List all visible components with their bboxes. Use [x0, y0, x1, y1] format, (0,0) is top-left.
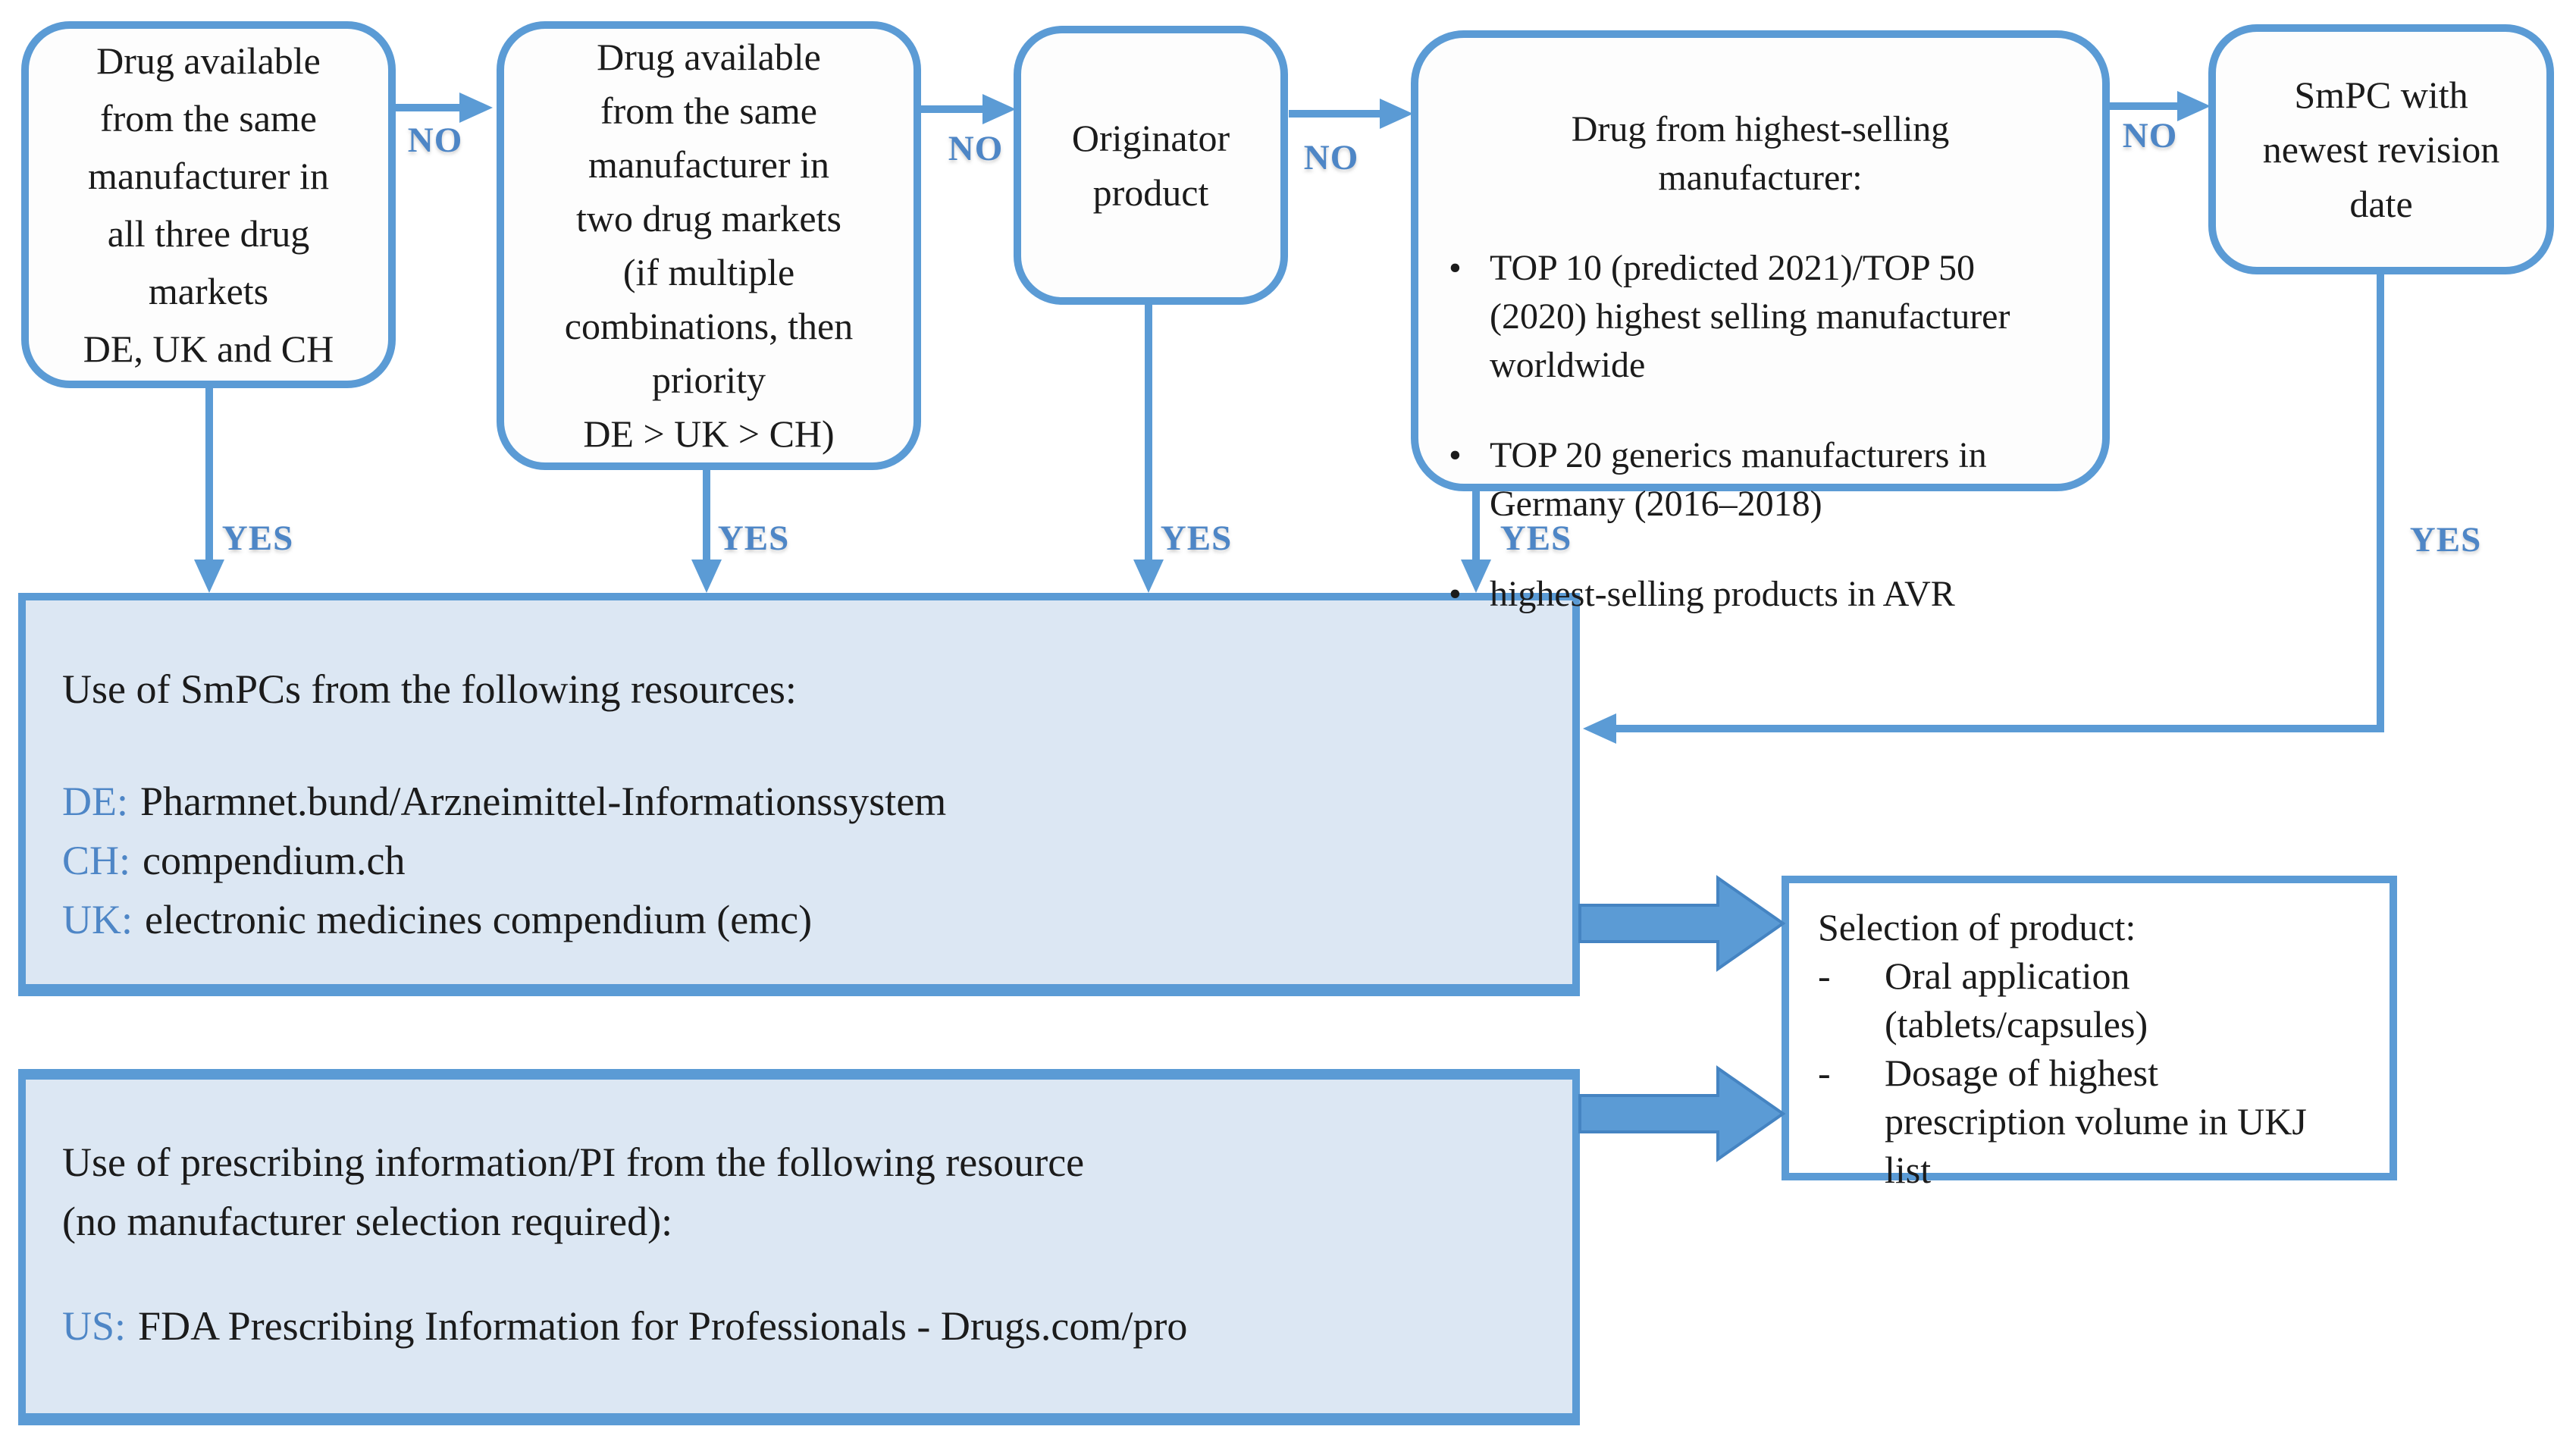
- country-code-ch: CH:: [62, 838, 131, 883]
- yes-label-5: YES: [2409, 520, 2482, 560]
- list-item: • TOP 10 (predicted 2021)/TOP 50 (2020) …: [1449, 244, 2072, 390]
- highest-selling-title: Drug from highest-selling manufacturer:: [1571, 109, 1950, 198]
- bullet-dot-icon: •: [1449, 574, 1462, 614]
- arrow-no-1-head: [459, 92, 493, 123]
- arrow-no-4-head: [2177, 91, 2211, 121]
- list-item: - Oral application (tablets/capsules): [1818, 951, 2367, 1049]
- smpc-resources-box: Use of SmPCs from the following resource…: [18, 593, 1580, 996]
- pi-resource-heading: Use of prescribing information/PI from t…: [62, 1139, 1085, 1244]
- block-arrow-smpc-to-selection: [1578, 875, 1786, 972]
- decision-box-highest-selling-manufacturer: Drug from highest-selling manufacturer: …: [1411, 30, 2110, 614]
- arrow-yes-5-head: [1583, 713, 1616, 744]
- pi-resource-box: Use of prescribing information/PI from t…: [18, 1069, 1580, 1425]
- country-code-us: US:: [62, 1303, 127, 1349]
- resource-entry-de: DE:Pharmnet.bund/Arzneimittel-Informatio…: [62, 779, 947, 824]
- list-item: - Dosage of highest prescription volume …: [1818, 1049, 2367, 1194]
- no-label-1: NO: [407, 121, 463, 160]
- product-selection-title: Selection of product:: [1818, 906, 2136, 948]
- decision-box-originator-product: Originator product: [1014, 26, 1288, 305]
- block-arrow-pi-to-selection: [1578, 1065, 1786, 1162]
- product-selection-box: Selection of product: - Oral application…: [1782, 876, 2397, 1191]
- resource-entry-us: US:FDA Prescribing Information for Profe…: [62, 1303, 1188, 1349]
- arrow-no-2-head: [982, 94, 1016, 124]
- resource-entry-ch: CH:compendium.ch: [62, 838, 406, 883]
- no-label-2: NO: [948, 129, 1004, 168]
- arrow-yes-3-head: [1133, 560, 1164, 593]
- no-label-3: NO: [1303, 138, 1359, 177]
- resource-entry-uk: UK:electronic medicines compendium (emc): [62, 897, 813, 942]
- arrow-yes-1-head: [194, 560, 224, 593]
- yes-label-3: YES: [1160, 519, 1233, 558]
- dash-bullet: -: [1818, 955, 1831, 997]
- decision-box-same-manufacturer-two-markets: Drug available from the same manufacture…: [497, 21, 921, 470]
- bullet-dot-icon: •: [1449, 248, 1462, 288]
- arrow-no-3-head: [1380, 99, 1413, 129]
- no-label-4: NO: [2122, 116, 2178, 155]
- smpc-resources-heading: Use of SmPCs from the following resource…: [62, 666, 797, 712]
- yes-label-2: YES: [717, 519, 790, 558]
- list-item: • TOP 20 generics manufacturers in Germa…: [1449, 431, 2072, 528]
- list-item: • highest-selling products in AVR: [1449, 570, 2072, 619]
- bullet-dot-icon: •: [1449, 435, 1462, 475]
- country-code-uk: UK:: [62, 897, 133, 942]
- decision-box-same-manufacturer-three-markets: Drug available from the same manufacture…: [21, 21, 396, 388]
- country-code-de: DE:: [62, 779, 128, 824]
- dash-bullet: -: [1818, 1052, 1831, 1094]
- yes-label-1: YES: [221, 519, 294, 558]
- decision-box-smpc-newest-revision: SmPC with newest revision date: [2208, 24, 2554, 274]
- arrow-yes-2-head: [691, 560, 722, 593]
- yes-label-4: YES: [1500, 519, 1572, 558]
